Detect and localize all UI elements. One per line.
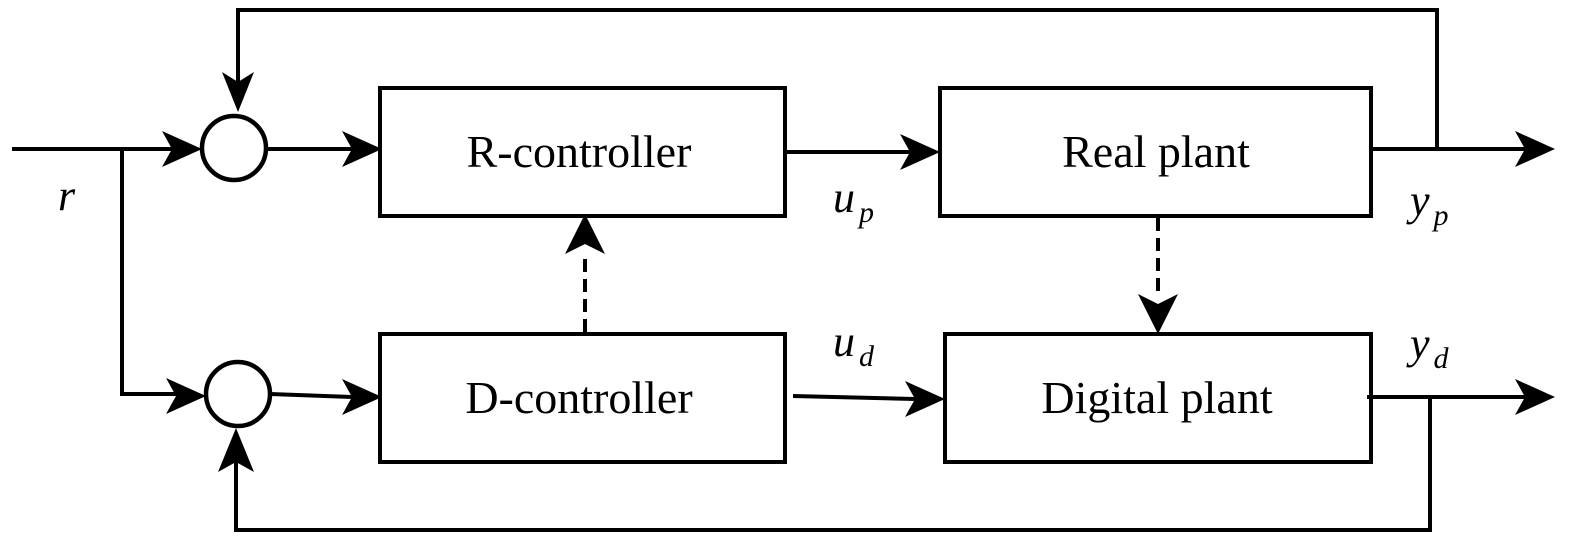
upper-junction-to-r-controller-arrowhead (342, 131, 382, 167)
y-p-subscript: p (1432, 199, 1449, 232)
lower-junction-to-d-controller-arrowhead (342, 379, 382, 415)
r-controller-label: R-controller (467, 126, 692, 177)
reference-input-arrowhead (162, 131, 202, 167)
reference-symbol: r (58, 171, 76, 220)
y-p-output-arrowhead (1515, 131, 1555, 167)
y-d-output-arrowhead (1515, 379, 1555, 415)
d-controller-label: D-controller (465, 372, 692, 423)
u-d-symbol: u (833, 317, 855, 366)
u-d-wire (792, 394, 916, 401)
y-d-symbol: y (1406, 319, 1430, 368)
bottom-feedback-wire (234, 397, 1432, 532)
y-d-subscript: d (1434, 342, 1450, 375)
bottom-feedback-arrowhead (218, 428, 254, 472)
upper-summing-junction (199, 113, 269, 183)
reference-signal-label: r (58, 171, 76, 220)
reference-branch-arrowhead (166, 378, 206, 414)
u-d-arrowhead (905, 381, 945, 417)
u-d-subscript: d (859, 340, 875, 373)
d-controller-block (378, 332, 787, 464)
reference-branch-wire (120, 149, 176, 396)
real-to-digital-plant-dashed-arrowhead (1138, 294, 1178, 334)
lower-summing-junction (203, 359, 273, 429)
d-to-r-controller-dashed-arrowhead (565, 214, 605, 254)
digital-plant-block (943, 332, 1373, 464)
u-p-symbol: u (833, 173, 855, 222)
r-controller-block (378, 86, 787, 218)
u-p-arrowhead (900, 134, 940, 170)
top-feedback-wire (236, 8, 1439, 149)
lower-junction-to-d-controller-wire (269, 392, 353, 399)
y-p-symbol: y (1406, 176, 1430, 225)
u-p-subscript: p (857, 196, 874, 229)
digital-plant-label: Digital plant (1041, 372, 1272, 423)
real-plant-label: Real plant (1062, 126, 1250, 177)
real-plant-block (938, 86, 1373, 218)
top-feedback-arrowhead (222, 72, 254, 112)
